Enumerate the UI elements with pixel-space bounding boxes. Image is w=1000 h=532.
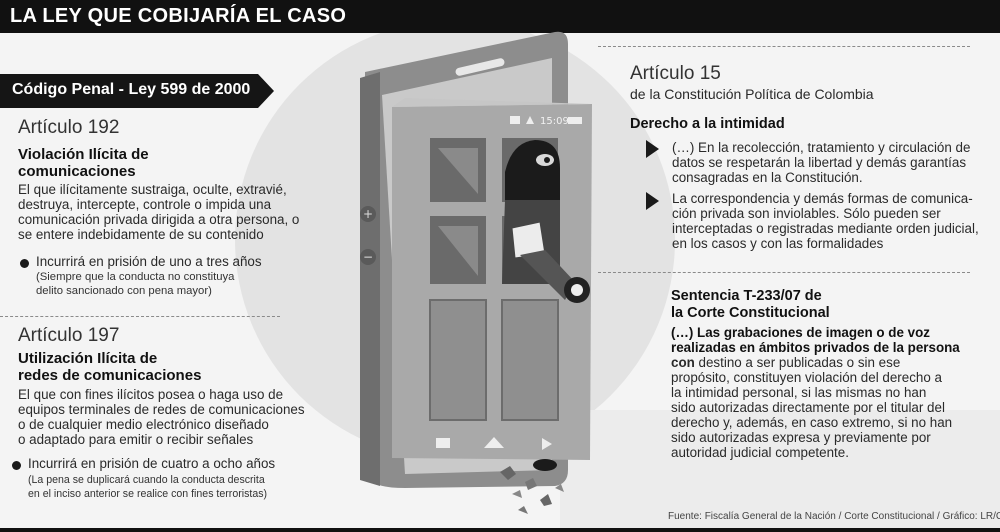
intruder-foot (533, 459, 557, 471)
wifi-icon (526, 116, 534, 124)
art15-heading: Derecho a la intimidad (630, 116, 785, 132)
art197-heading-2: redes de comunicaciones (18, 367, 202, 384)
art197-text-3: o de cualquier medio electrónico diseñad… (18, 417, 269, 432)
speaker-slot (455, 58, 505, 76)
svg-text:−: − (363, 250, 373, 264)
volume-down-icon (360, 249, 376, 265)
sentencia-heading-2: la Corte Constitucional (671, 305, 830, 321)
sentencia-line-3: con destino a ser publicadas o sin ese (671, 355, 900, 370)
art192-heading-2: comunicaciones (18, 163, 136, 180)
back-icon (436, 438, 450, 448)
battery-icon (568, 117, 582, 124)
signal-icon (510, 116, 520, 124)
sentencia-bold-3: con (671, 355, 695, 370)
source-credit: Fuente: Fiscalía General de la Nación / … (668, 511, 1000, 522)
sentencia-text-4: derecho y, además, en caso extremo, si n… (671, 415, 953, 430)
art192-note-1: (Siempre que la conducta no constituya (36, 271, 235, 283)
footer-bar (0, 528, 1000, 532)
bullet-arrow (646, 140, 659, 158)
art197-text-1: El que con fines ilícitos posea o haga u… (18, 387, 284, 402)
divider-left (0, 316, 280, 317)
sentencia-text-6: autoridad judicial competente. (671, 445, 849, 460)
art15-number: Artículo 15 (630, 63, 721, 84)
banner-label: Código Penal - Ley 599 de 2000 (12, 81, 251, 98)
art192-heading-1: Violación Ilícita de (18, 146, 149, 163)
bullet-arrow (646, 192, 659, 210)
header-bar: LA LEY QUE COBIJARÍA EL CASO (0, 0, 1000, 33)
divider-top-right (598, 46, 970, 47)
art197-text-2: equipos terminales de redes de comunicac… (18, 402, 305, 417)
sentencia-bold-1: (…) Las grabaciones de imagen o de voz (671, 325, 930, 340)
svg-text:+: + (363, 207, 373, 221)
art197-note-2: en el inciso anterior se realice con fin… (28, 488, 268, 500)
sentencia-text-3: sido autorizadas directamente por el tit… (671, 400, 945, 415)
art192-text-3: comunicación privada dirigida a otra per… (18, 212, 300, 227)
play-icon (542, 438, 552, 450)
status-time: 15:09 (540, 116, 569, 127)
page-title: LA LEY QUE COBIJARÍA EL CASO (10, 5, 347, 27)
bullet-dot (20, 259, 29, 268)
art197-heading-1: Utilización Ilícita de (18, 350, 158, 367)
art15-item1-1: (…) En la recolección, tratamiento y cir… (672, 140, 971, 155)
bullet-dot (12, 461, 21, 470)
art192-number: Artículo 192 (18, 117, 120, 138)
art192-text-4: se entere indebidamente de su contenido (18, 227, 264, 242)
home-icon (484, 437, 504, 448)
volume-up-icon (360, 206, 376, 222)
art15-item2-2: ción privada son inviolables. Sólo puede… (672, 206, 941, 221)
art192-text-1: El que ilícitamente sustraiga, oculte, e… (18, 182, 287, 197)
art192-note-2: delito sancionado con pena mayor) (36, 285, 212, 297)
sentencia-text-2: la intimidad personal, si las mismas no … (671, 385, 927, 400)
panel-bottom-right (501, 299, 559, 421)
art15-item2-1: La correspondencia y demás formas de com… (672, 191, 973, 206)
art197-note-1: (La pena se duplicará cuando la conducta… (28, 474, 265, 486)
sentencia-bold-2: realizadas en ámbitos privados de la per… (671, 340, 960, 355)
divider-mid-right (598, 272, 970, 273)
sentencia-text-5: sido autorizadas expresa y previamente p… (671, 430, 931, 445)
sentencia-text-1: propósito, constituyen violación del der… (671, 370, 942, 385)
art15-item1-2: datos se respetarán la libertad y demás … (672, 155, 967, 170)
art197-text-4: o adaptado para emitir o recibir señales (18, 432, 254, 447)
art197-number: Artículo 197 (18, 325, 120, 346)
art192-text-2: destruya, intercepte, controle o impida … (18, 197, 272, 212)
sentencia-heading-1: Sentencia T-233/07 de (671, 288, 822, 304)
art15-item2-4: en los casos y con las formalidades (672, 236, 884, 251)
sentencia-rest-first: destino a ser publicadas o sin ese (694, 355, 901, 370)
art197-penalty: Incurrirá en prisión de cuatro a ocho añ… (28, 456, 276, 471)
phone-side-edge (360, 72, 380, 486)
intruder-arm (520, 250, 575, 300)
panel-bottom-left (429, 299, 487, 421)
background-floor (560, 410, 1000, 532)
art192-penalty: Incurrirá en prisión de uno a tres años (36, 254, 262, 269)
art15-item2-3: interceptadas o registradas mediante ord… (672, 221, 979, 236)
codigo-penal-banner: Código Penal - Ley 599 de 2000 (0, 74, 274, 108)
art15-item1-3: consagradas en la Constitución. (672, 170, 863, 185)
art15-subtitle: de la Constitución Política de Colombia (630, 86, 874, 102)
